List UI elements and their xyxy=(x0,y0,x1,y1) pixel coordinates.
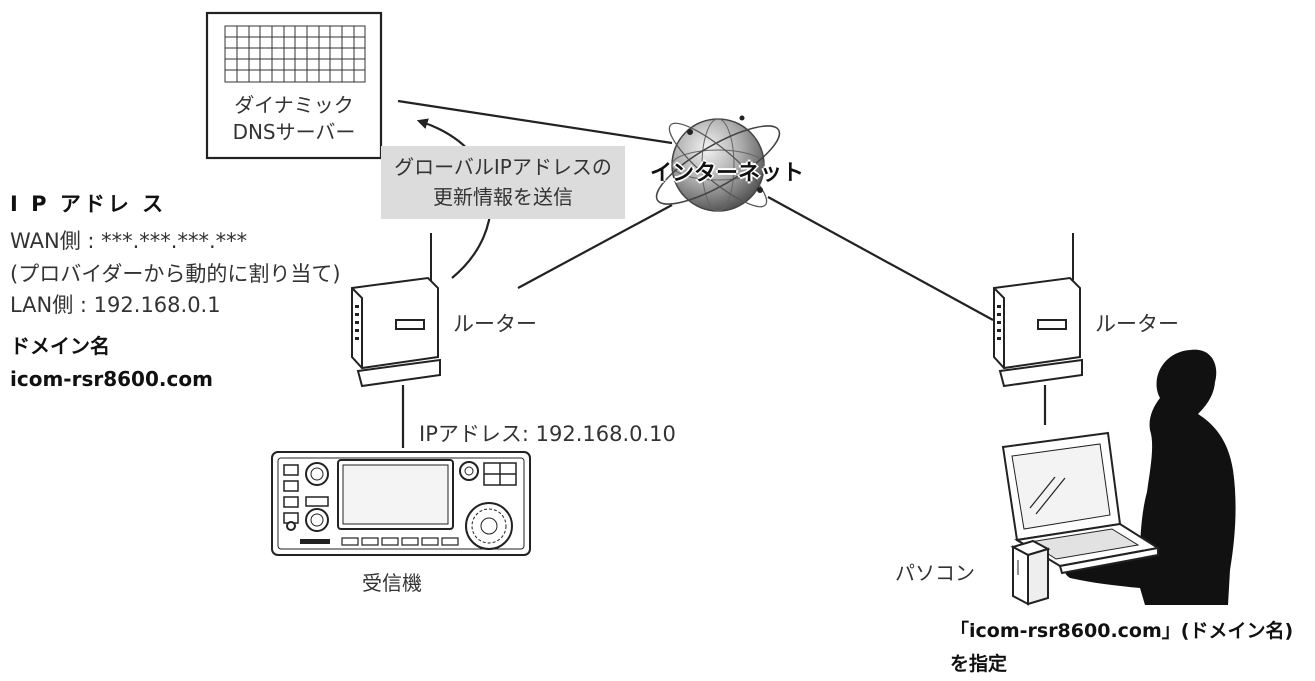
router-left-label: ルーター xyxy=(453,312,537,336)
pc-user-icon xyxy=(1001,349,1236,606)
domain-name: icom-rsr8600.com xyxy=(10,367,213,391)
dns-server-line2: DNSサーバー xyxy=(232,120,356,144)
line-internet-to-router-right xyxy=(767,196,994,321)
ip-heading: I P アドレ ス xyxy=(10,192,167,216)
lan-address: LAN側 : 192.168.0.1 xyxy=(10,293,221,317)
wan-note: (プロバイダーから動的に割り当て) xyxy=(10,262,341,286)
instruction-line1: 「icom-rsr8600.com」(ドメイン名) xyxy=(950,620,1294,642)
receiver-icon xyxy=(271,451,531,556)
dns-server-icon xyxy=(205,11,383,160)
dns-server-line1: ダイナミック xyxy=(234,93,354,117)
domain-heading: ドメイン名 xyxy=(10,334,110,358)
line-router-to-internet xyxy=(517,204,673,289)
receiver-label: 受信機 xyxy=(362,571,422,595)
update-note-line1: グローバルIPアドレスの xyxy=(394,155,612,179)
dns-server-label: ダイナミック DNSサーバー xyxy=(207,92,381,146)
router-left-icon xyxy=(351,233,441,388)
instruction-line2: を指定 xyxy=(950,653,1008,675)
internet-label: インターネット xyxy=(650,161,805,186)
router-right-label: ルーター xyxy=(1095,312,1179,336)
router-right-icon xyxy=(993,233,1083,388)
receiver-ip-label: IPアドレス: 192.168.0.10 xyxy=(419,422,676,446)
line-dns-to-internet xyxy=(397,99,673,145)
globe-icon xyxy=(655,115,781,212)
pc-label: パソコン xyxy=(895,561,975,585)
update-note-line2: 更新情報を送信 xyxy=(433,185,573,209)
update-note-box: グローバルIPアドレスの 更新情報を送信 xyxy=(381,146,625,219)
wan-address: WAN側 : ***.***.***.*** xyxy=(10,229,248,253)
